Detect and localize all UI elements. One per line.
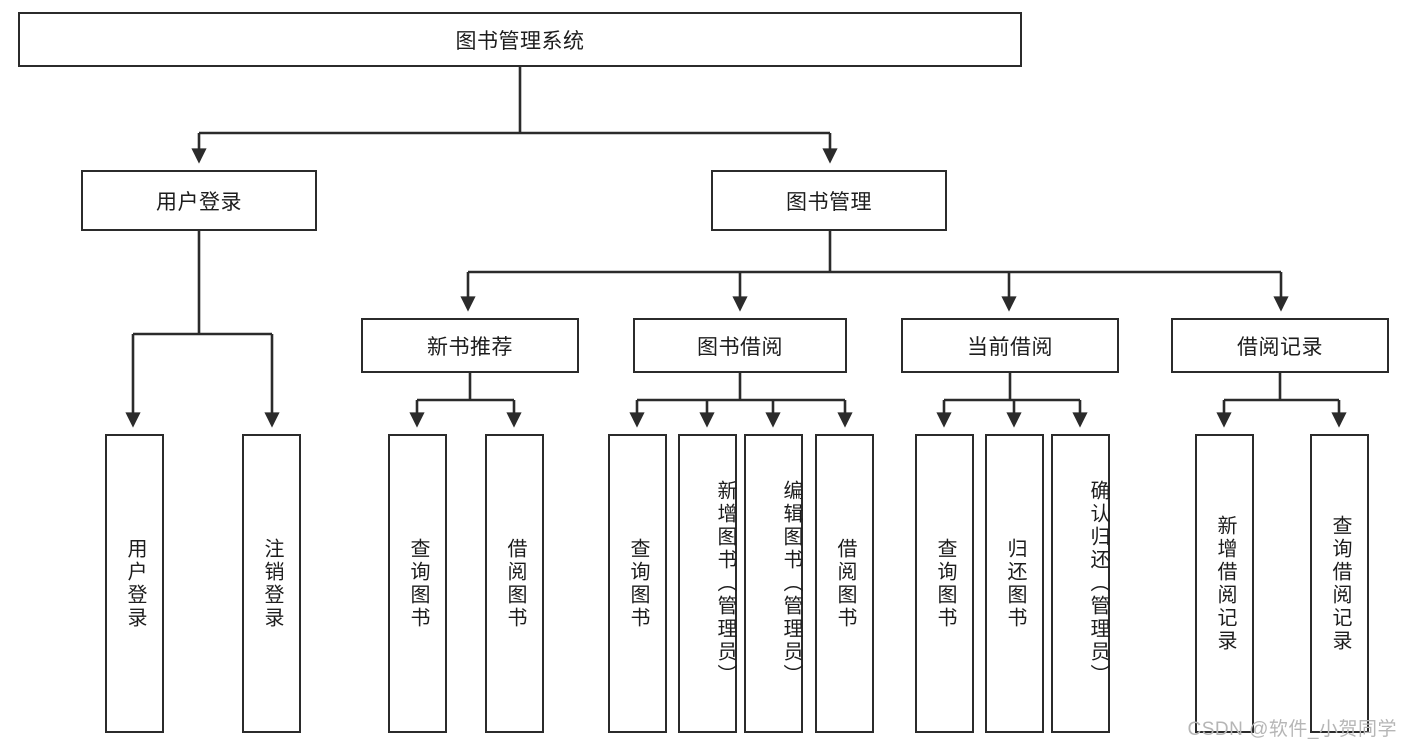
node-leaf-user-login[interactable]: 用户登录 (105, 434, 164, 733)
node-label: 查询图书 (627, 537, 649, 630)
node-leaf-query-book-2[interactable]: 查询图书 (608, 434, 667, 733)
node-leaf-confirm-return[interactable]: 确认归还（管理员） (1051, 434, 1110, 733)
node-label: 图书借阅 (697, 335, 783, 359)
watermark: CSDN @软件_小贺同学 (1187, 719, 1397, 740)
node-book-borrow[interactable]: 图书借阅 (633, 318, 847, 373)
node-leaf-borrow-book-1[interactable]: 借阅图书 (485, 434, 544, 733)
node-label: 编辑图书（管理员） (780, 480, 802, 687)
node-user-login[interactable]: 用户登录 (81, 170, 317, 231)
node-root-system[interactable]: 图书管理系统 (18, 12, 1022, 67)
node-leaf-edit-book[interactable]: 编辑图书（管理员） (744, 434, 803, 733)
node-label: 用户登录 (124, 537, 146, 630)
node-new-book-recommend[interactable]: 新书推荐 (361, 318, 579, 373)
node-label: 新增借阅记录 (1214, 514, 1236, 653)
node-current-borrow[interactable]: 当前借阅 (901, 318, 1119, 373)
node-leaf-add-record[interactable]: 新增借阅记录 (1195, 434, 1254, 733)
node-borrow-record[interactable]: 借阅记录 (1171, 318, 1389, 373)
node-leaf-query-book-3[interactable]: 查询图书 (915, 434, 974, 733)
node-label: 归还图书 (1004, 537, 1026, 630)
node-label: 查询借阅记录 (1329, 514, 1351, 653)
node-label: 当前借阅 (967, 335, 1053, 359)
node-label: 新书推荐 (427, 335, 513, 359)
node-leaf-logout[interactable]: 注销登录 (242, 434, 301, 733)
node-label: 借阅图书 (504, 537, 526, 630)
node-label: 用户登录 (156, 190, 242, 214)
node-label: 新增图书（管理员） (714, 480, 736, 687)
node-leaf-borrow-book-2[interactable]: 借阅图书 (815, 434, 874, 733)
node-label: 确认归还（管理员） (1087, 480, 1109, 687)
node-label: 借阅图书 (834, 537, 856, 630)
node-label: 注销登录 (261, 537, 283, 630)
node-book-manage[interactable]: 图书管理 (711, 170, 947, 231)
node-leaf-query-book-1[interactable]: 查询图书 (388, 434, 447, 733)
node-leaf-return-book[interactable]: 归还图书 (985, 434, 1044, 733)
node-label: 查询图书 (934, 537, 956, 630)
node-label: 图书管理系统 (455, 29, 585, 53)
node-label: 查询图书 (407, 537, 429, 630)
node-label: 借阅记录 (1237, 335, 1323, 359)
node-leaf-add-book[interactable]: 新增图书（管理员） (678, 434, 737, 733)
node-leaf-query-record[interactable]: 查询借阅记录 (1310, 434, 1369, 733)
node-label: 图书管理 (786, 190, 872, 214)
